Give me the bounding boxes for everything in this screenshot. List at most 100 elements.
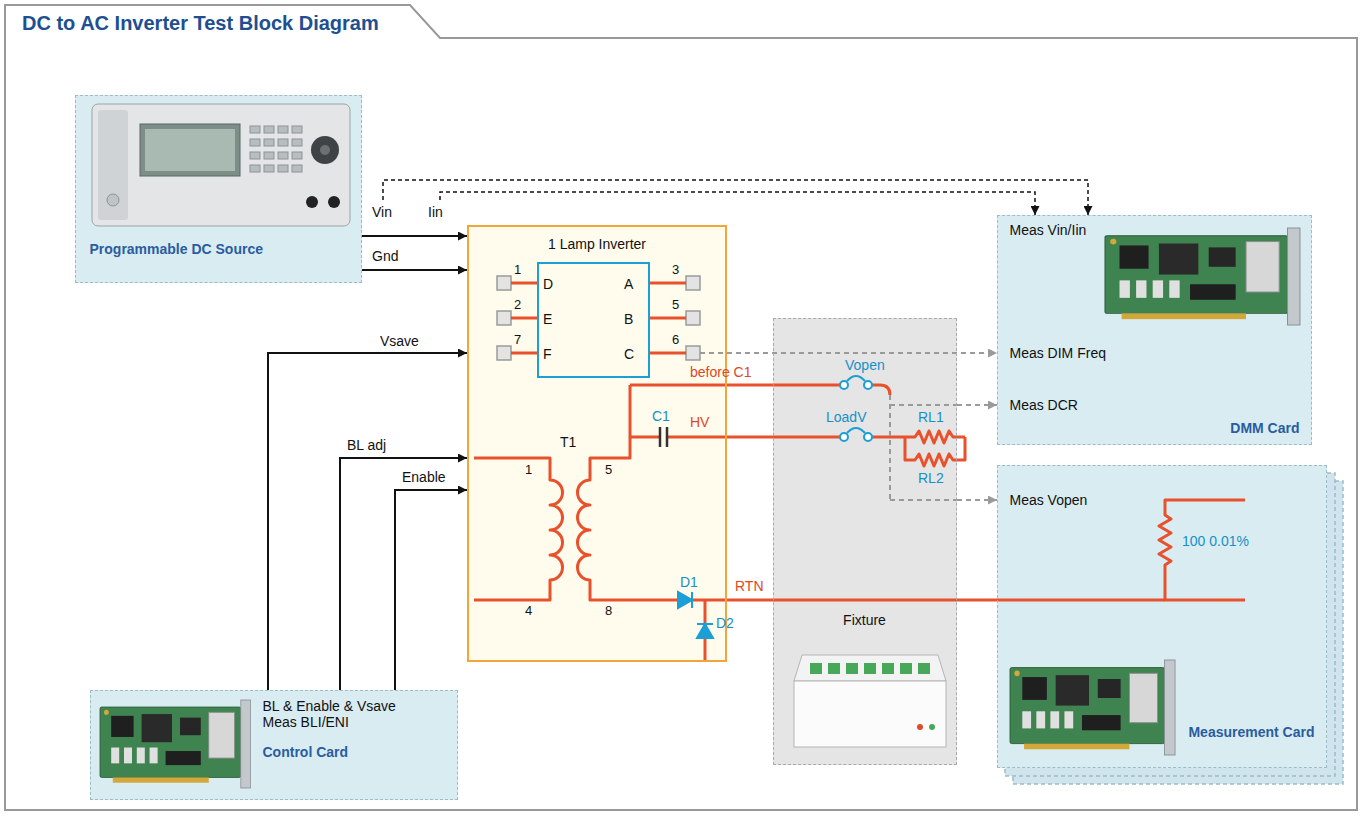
power-arrow bbox=[362, 269, 467, 271]
signal-name: Vin bbox=[372, 204, 392, 220]
inverter-board: 1 Lamp InverterD A E B F C bbox=[467, 225, 727, 662]
box-fills bbox=[75, 95, 1343, 800]
signal-name: Gnd bbox=[372, 248, 398, 264]
text-holder: Programmable DC Source bbox=[90, 241, 350, 257]
part-name: D1 bbox=[680, 574, 698, 590]
text-holder: 1 bbox=[514, 263, 521, 278]
text-holder: Vin bbox=[372, 204, 392, 220]
control-arrow bbox=[340, 458, 467, 690]
pin-number: 7 bbox=[514, 333, 521, 348]
part-name: RL1 bbox=[918, 409, 944, 425]
pin-number: 8 bbox=[605, 604, 612, 619]
circuit-wiring bbox=[474, 283, 1245, 662]
text-holder: 1 Lamp Inverter bbox=[475, 236, 719, 252]
pin-number: 5 bbox=[672, 298, 679, 313]
text-holder: D1 bbox=[680, 574, 698, 590]
control-arrow bbox=[395, 490, 467, 690]
text-holder: Meas Vin/Iin bbox=[1010, 222, 1087, 238]
text-holder: Control Card bbox=[263, 744, 349, 760]
measure-arrow bbox=[957, 404, 997, 406]
wire-name: RTN bbox=[735, 578, 764, 594]
pin-number: 5 bbox=[605, 463, 612, 478]
text-holder: Meas DIM Freq bbox=[1010, 345, 1106, 361]
text-holder: Gnd bbox=[372, 248, 398, 264]
box-fill bbox=[90, 690, 458, 800]
measure-lead bbox=[383, 180, 1088, 215]
text-holder: before C1 bbox=[690, 364, 751, 380]
text-holder: 6 bbox=[672, 333, 679, 348]
diagram-title: DC to AC Inverter Test Block Diagram bbox=[22, 12, 379, 35]
pin-number: 1 bbox=[525, 463, 532, 478]
text-holder: 8 bbox=[605, 604, 612, 619]
text-holder: DMM Card bbox=[1150, 420, 1300, 436]
function-note: BL & Enable & Vsave Meas BLI/ENI bbox=[263, 698, 428, 730]
wire-name: before C1 bbox=[690, 364, 751, 380]
part-name: D2 bbox=[716, 615, 734, 631]
pin-letter: E bbox=[543, 311, 552, 327]
text-holder: Enable bbox=[402, 469, 446, 485]
text-holder: 4 bbox=[525, 604, 532, 619]
text-holder: RL1 bbox=[918, 409, 944, 425]
text-holder: Vopen bbox=[845, 357, 885, 373]
text-holder: B bbox=[624, 311, 633, 327]
text-holder: DC to AC Inverter Test Block Diagram bbox=[22, 12, 379, 35]
pin-number: 2 bbox=[514, 298, 521, 313]
diode-symbol bbox=[678, 592, 713, 638]
signal-name: Vsave bbox=[380, 333, 419, 349]
switch-symbol bbox=[840, 376, 872, 441]
text-holder: 5 bbox=[672, 298, 679, 313]
measurement-card-picture bbox=[1010, 660, 1175, 755]
text-holder: Meas Vopen bbox=[1010, 492, 1088, 508]
text-holder: T1 bbox=[560, 434, 576, 450]
panel-title: Measurement Card bbox=[1140, 724, 1315, 740]
box-fill bbox=[997, 215, 1312, 445]
dc-source-picture bbox=[92, 104, 350, 226]
pin-letter: B bbox=[624, 311, 633, 327]
panel-title: Fixture bbox=[780, 612, 950, 628]
card-panel: Meas Vin/IinMeas DIM FreqMeas DCR DMM Car… bbox=[997, 215, 1312, 445]
box-fill bbox=[997, 465, 1327, 768]
text-holder: Fixture bbox=[780, 612, 950, 628]
fixture-picture bbox=[794, 655, 946, 747]
part-name: C1 bbox=[652, 408, 670, 424]
text-holder: 3 bbox=[672, 263, 679, 278]
text-holder: 1 bbox=[525, 463, 532, 478]
text-holder: 7 bbox=[514, 333, 521, 348]
card-panel: Meas VopenMeasurement Card bbox=[997, 465, 1327, 768]
text-holder: Iin bbox=[428, 204, 443, 220]
text-holder: RL2 bbox=[918, 470, 944, 486]
card-panel: BL & Enable & Vsave Meas BLI/ENI Control … bbox=[90, 690, 458, 800]
pin-letter: F bbox=[543, 346, 552, 362]
measure-lead bbox=[440, 192, 1035, 215]
box-fill bbox=[75, 95, 362, 283]
pin-number: 3 bbox=[672, 263, 679, 278]
measure-label: Meas Vopen bbox=[1010, 492, 1088, 508]
text-holder: 5 bbox=[605, 463, 612, 478]
control-card-picture bbox=[100, 700, 250, 788]
pin-letter: D bbox=[543, 276, 553, 292]
text-holder: C bbox=[624, 346, 634, 362]
pin-number: 4 bbox=[525, 604, 532, 619]
box-fill bbox=[467, 225, 727, 662]
resistor-value: 100 0.01% bbox=[1182, 533, 1249, 549]
text-holder: D bbox=[543, 276, 553, 292]
capacitor-symbol bbox=[660, 427, 667, 447]
power-arrow bbox=[362, 235, 467, 237]
signal-name: Iin bbox=[428, 204, 443, 220]
text-holder: RTN bbox=[735, 578, 764, 594]
text-holder: A bbox=[624, 276, 633, 292]
text-holder: Meas DCR bbox=[1010, 397, 1078, 413]
text-holder: BL adj bbox=[347, 437, 386, 453]
instrument-panel: Programmable DC Source bbox=[75, 95, 362, 283]
text-holder: D2 bbox=[716, 615, 734, 631]
measure-label: Meas Vin/Iin bbox=[1010, 222, 1087, 238]
box-fill bbox=[537, 262, 650, 378]
text-holder: C1 bbox=[652, 408, 670, 424]
text-holder: 2 bbox=[514, 298, 521, 313]
dmm-card-picture bbox=[1105, 228, 1300, 325]
part-name: LoadV bbox=[826, 409, 866, 425]
text-holder: 100 0.01% bbox=[1182, 533, 1249, 549]
